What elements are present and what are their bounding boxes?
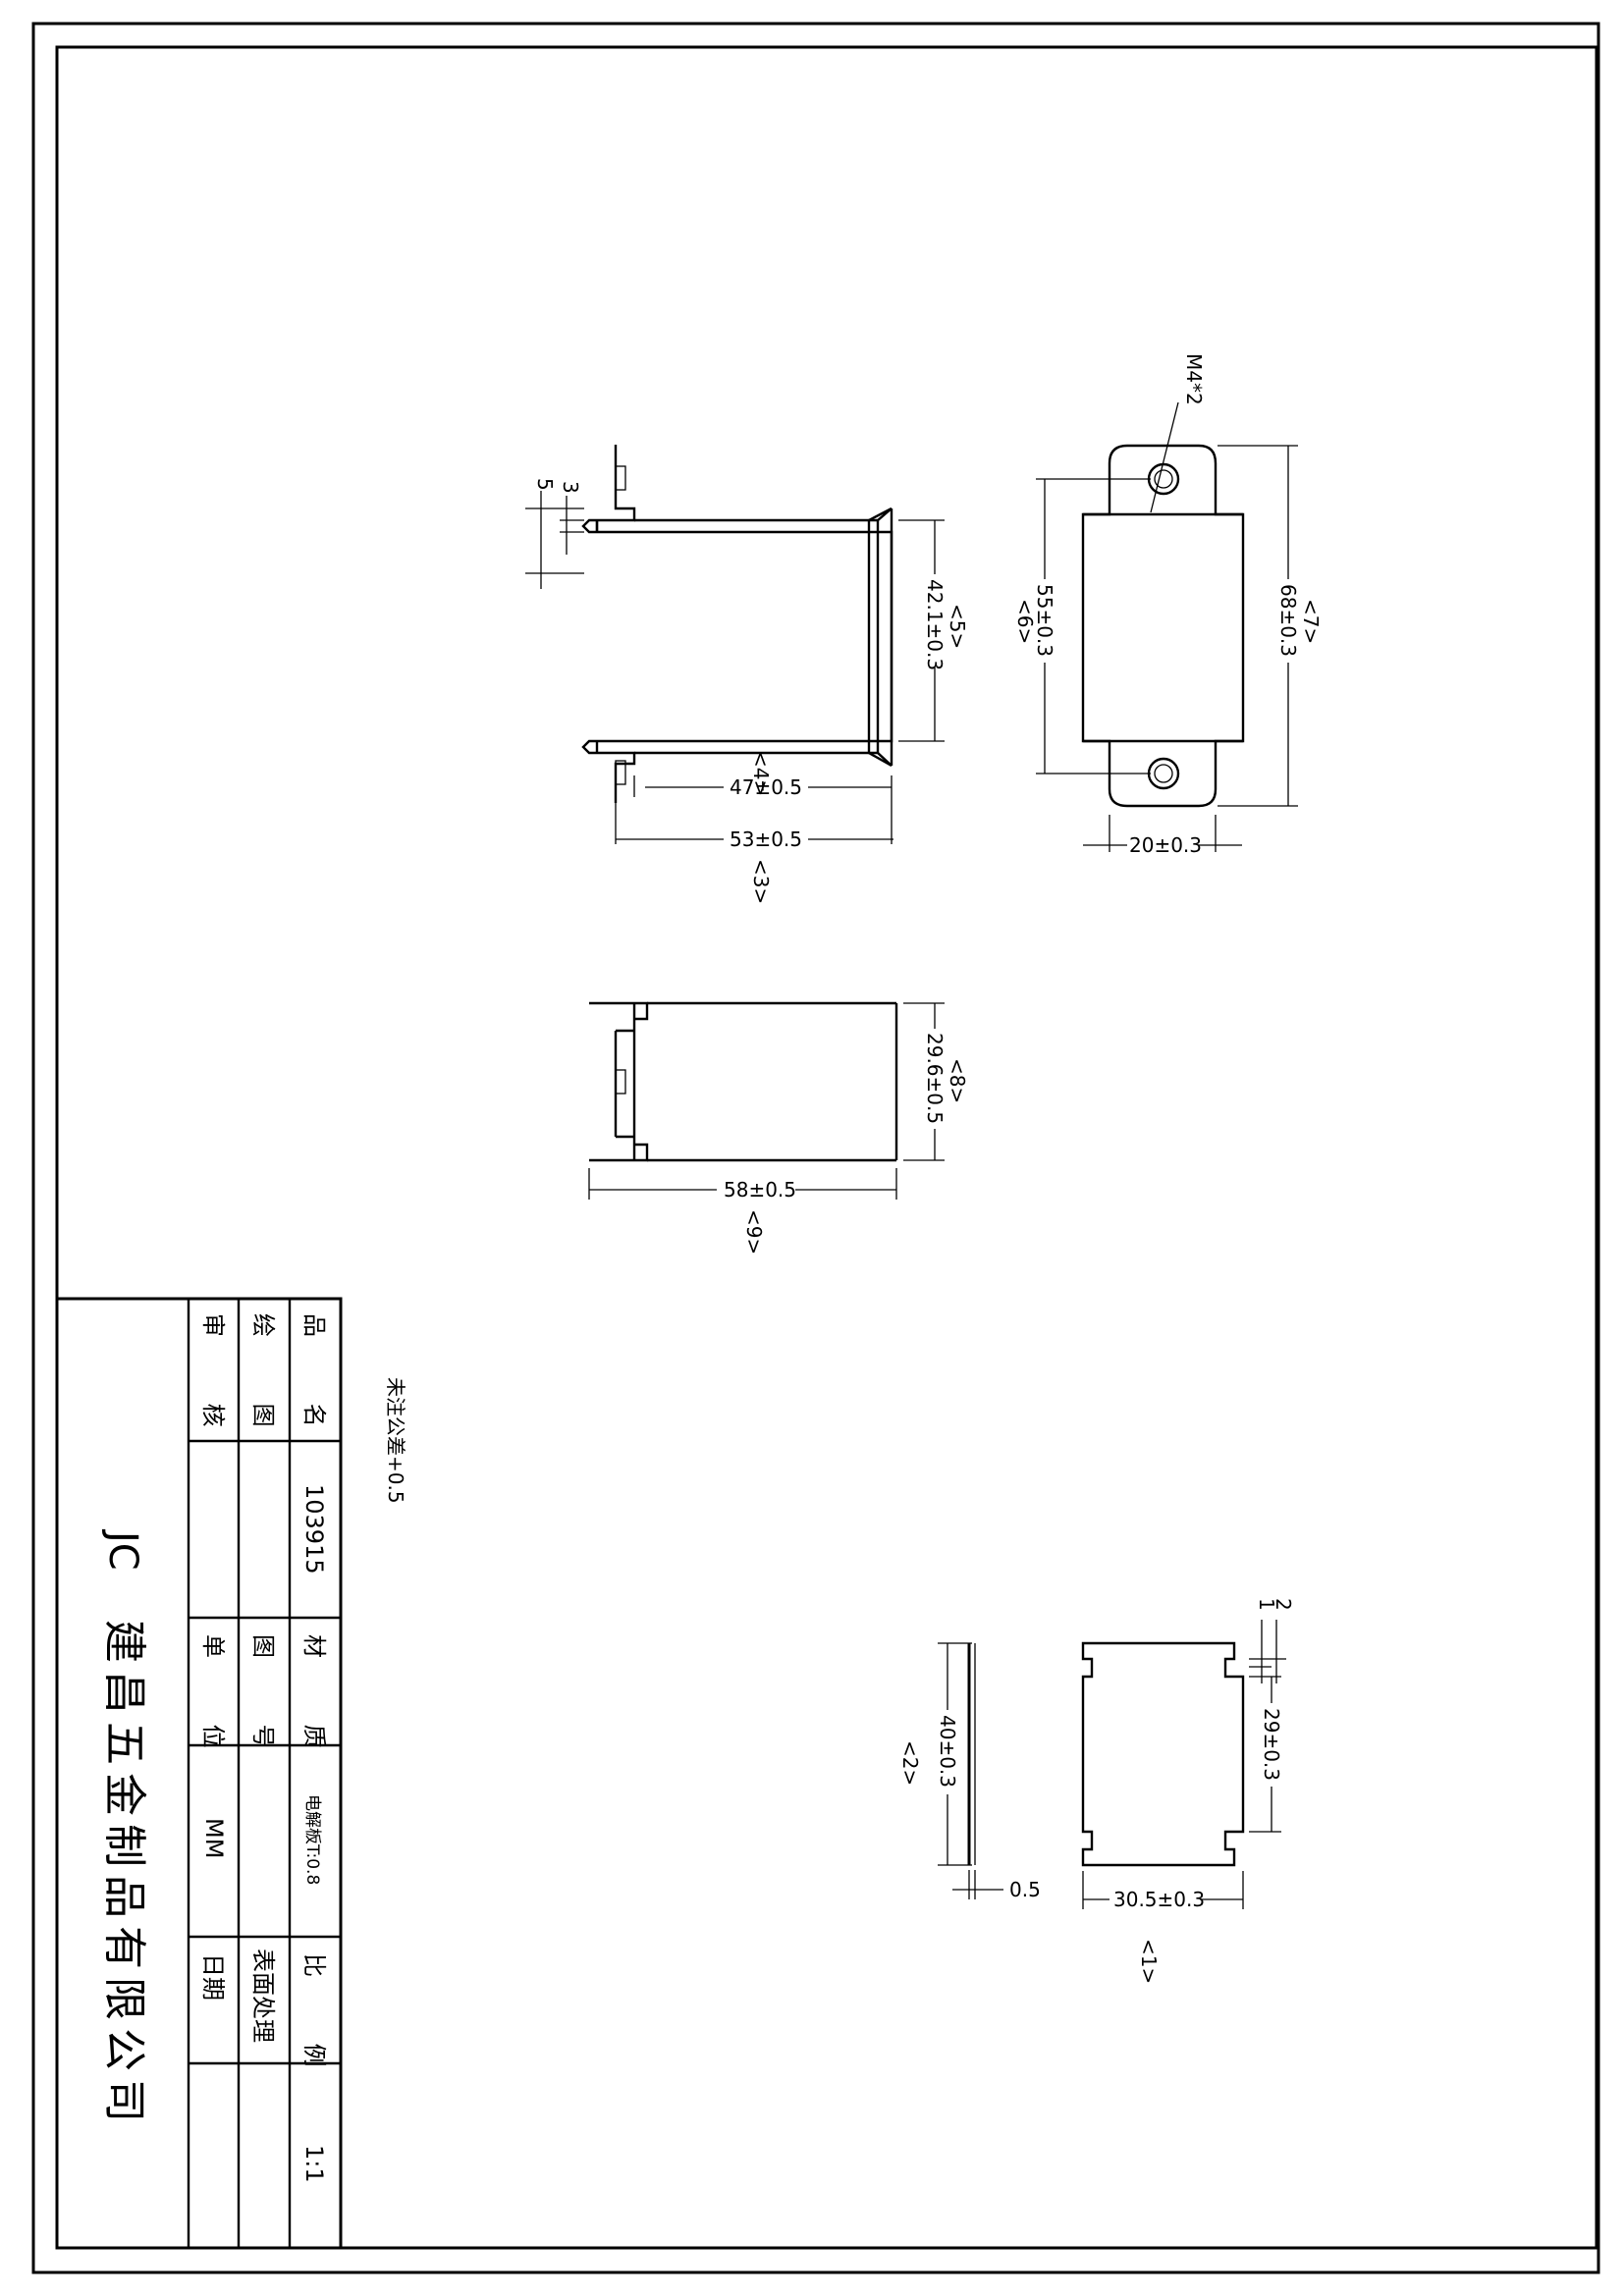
inner-border <box>55 45 1598 2250</box>
dim-29-6: 29.6±0.5 <8> <box>903 1002 969 1161</box>
product-name-value: 103915 <box>300 1484 328 1575</box>
dim-58-label: 58±0.5 <box>724 1178 796 1201</box>
surface-label: 表面处理 <box>249 1949 277 2043</box>
dim-53: 53±0.5 <3> <box>616 828 893 904</box>
dim-55-label: 55±0.3 <box>1033 584 1056 657</box>
tag-6: <6> <box>1013 599 1037 644</box>
dim-2-label: 2 <box>1272 1598 1295 1611</box>
dim-3-label: 3 <box>559 481 582 494</box>
view-flange <box>1081 444 1245 808</box>
drawing-no-label: 图 号 <box>249 1634 277 1778</box>
unit-value: MM <box>200 1818 228 1858</box>
title-block: JC 建昌五金制品有限公司 品 名 绘 图 审 核 103915 材 质 图 号… <box>55 1297 343 2250</box>
dim-0-5-label: 0.5 <box>1009 1878 1041 1901</box>
material-label: 材 质 <box>300 1634 328 1778</box>
dim-47: 47±0.5 <4> <box>645 751 892 799</box>
dim-0-5: 0.5 <box>952 1870 1041 1901</box>
dim-2: 2 <box>1249 1598 1295 1683</box>
dim-1-label: 1 <box>1255 1598 1278 1611</box>
drawn-label: 绘 图 <box>249 1313 277 1457</box>
tag-3: <3> <box>749 859 773 904</box>
tag-1: <1> <box>1137 1939 1161 1984</box>
dim-68-label: 68±0.3 <box>1276 584 1300 657</box>
dim-68: 68±0.3 <7> <box>1218 445 1323 807</box>
tag-8: <8> <box>946 1058 969 1103</box>
tag-5: <5> <box>946 604 969 649</box>
tolerance-note: 未注公差+0.5 <box>384 1377 407 1504</box>
tag-4: <4> <box>749 751 773 796</box>
dim-55: 55±0.3 <6> <box>1013 478 1151 774</box>
review-label: 审 核 <box>199 1313 227 1457</box>
view-u-bracket <box>581 445 893 844</box>
dim-20-label: 20±0.3 <box>1129 833 1202 857</box>
tag-9: <9> <box>742 1209 766 1255</box>
dim-29-label: 29±0.3 <box>1260 1708 1283 1781</box>
dim-1: 1 <box>1249 1598 1278 1683</box>
dim-42-1-label: 42.1±0.3 <box>923 579 947 670</box>
thread-label: M4*2 <box>1182 353 1206 405</box>
scale-value: 1:1 <box>300 2145 328 2183</box>
threaded-hole <box>1147 462 1180 496</box>
outer-border <box>31 22 1600 2274</box>
company-abbr: JC <box>100 1528 145 1571</box>
dim-m4: M4*2 <box>1150 353 1206 513</box>
dim-47-label: 47±0.5 <box>730 775 802 799</box>
dim-53-label: 53±0.5 <box>730 828 802 851</box>
company-name: 建昌五金制品有限公司 <box>99 1620 149 2130</box>
dim-5: 5 <box>525 478 584 589</box>
material-value: 电解板T:0.8 <box>302 1794 322 1885</box>
tag-2: <2> <box>898 1740 922 1786</box>
view-top <box>589 1001 898 1162</box>
date-label: 日期 <box>199 1953 227 2001</box>
unit-label: 单 位 <box>199 1634 227 1778</box>
dim-40: 40±0.3 <2> <box>898 1642 972 1866</box>
view-blank-edge <box>967 1643 976 1865</box>
dim-30-5: 30.5±0.3 <1> <box>1082 1871 1244 1984</box>
view-flat-blank <box>1081 1641 1245 1867</box>
dim-5-label: 5 <box>533 478 557 491</box>
mount-hole <box>1147 757 1180 790</box>
tag-7: <7> <box>1299 599 1323 644</box>
dim-58: 58±0.5 <9> <box>588 1168 897 1255</box>
dim-20: 20±0.3 <box>1083 815 1242 857</box>
dim-29-6-label: 29.6±0.5 <box>923 1033 947 1124</box>
dim-3: 3 <box>559 481 584 555</box>
dim-42-1: 42.1±0.3 <5> <box>898 519 969 742</box>
dim-30-5-label: 30.5±0.3 <box>1113 1888 1205 1911</box>
dim-29: 29±0.3 <box>1249 1676 1283 1833</box>
scale-label: 比 例 <box>300 1953 328 2097</box>
dim-40-label: 40±0.3 <box>936 1715 959 1788</box>
product-name-label: 品 名 <box>300 1313 328 1457</box>
